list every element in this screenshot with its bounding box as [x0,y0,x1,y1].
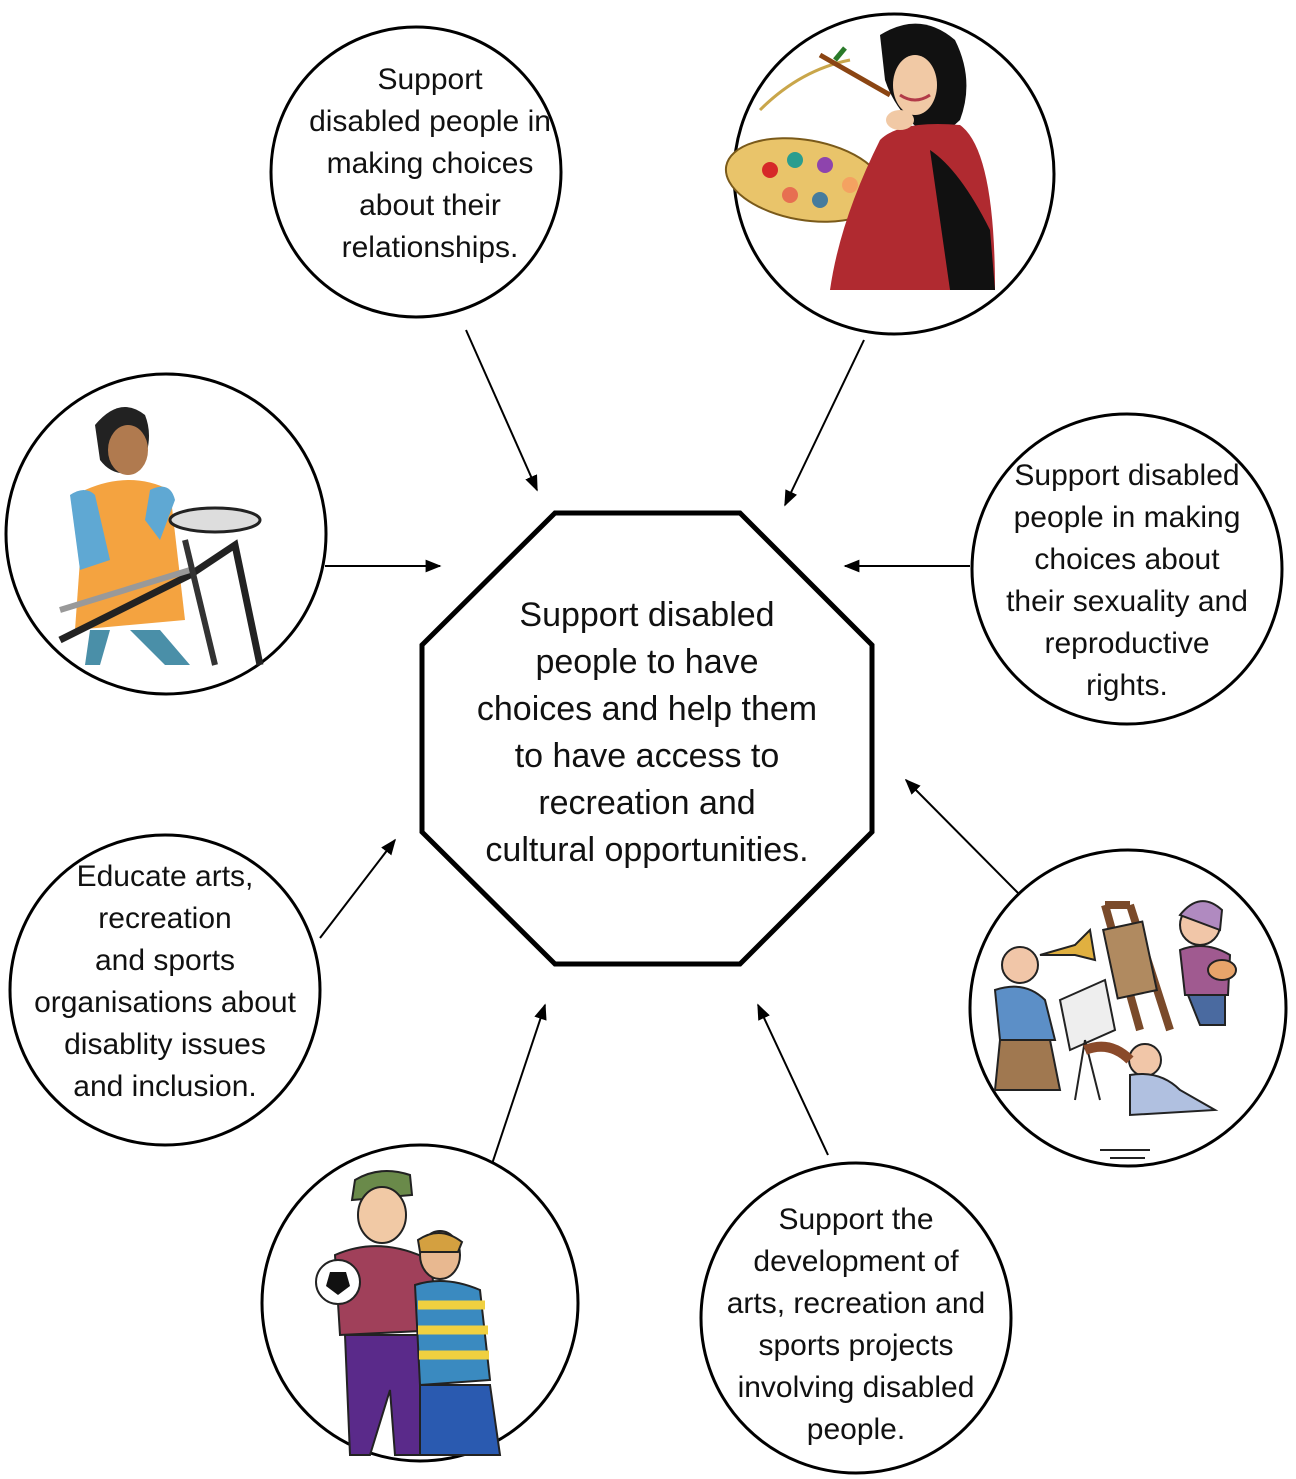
arrow-educate [319,838,396,939]
center-octagon [419,510,875,967]
arrow-soccer [489,1003,547,1171]
arrow-painter [784,339,865,507]
node-sexuality-text: Support disabled people in making choice… [1006,459,1248,702]
painter-with-palette-illustration [724,23,995,290]
arrow-relationships [465,329,538,492]
node-sexuality-circle [970,412,1284,726]
arrow-projects [757,1003,829,1156]
coach-and-boy-with-soccer-ball-illustration [315,1170,502,1456]
arrow-arts-group [904,778,1021,896]
node-relationships-text: Support disabled people in making choice… [309,63,551,264]
node-projects-text: Support the development of arts, recreat… [726,1203,986,1446]
center-text: Support disabled people to have choices … [476,596,818,869]
woman-on-treadmill-illustration [58,407,264,666]
node-educate-circle [8,833,322,1147]
trumpet-easel-dancer-illustration [993,900,1237,1159]
node-projects-circle [699,1161,1013,1475]
node-relationships-circle [269,25,563,319]
node-educate-text: Educate arts, recreation and sports orga… [34,860,296,1103]
